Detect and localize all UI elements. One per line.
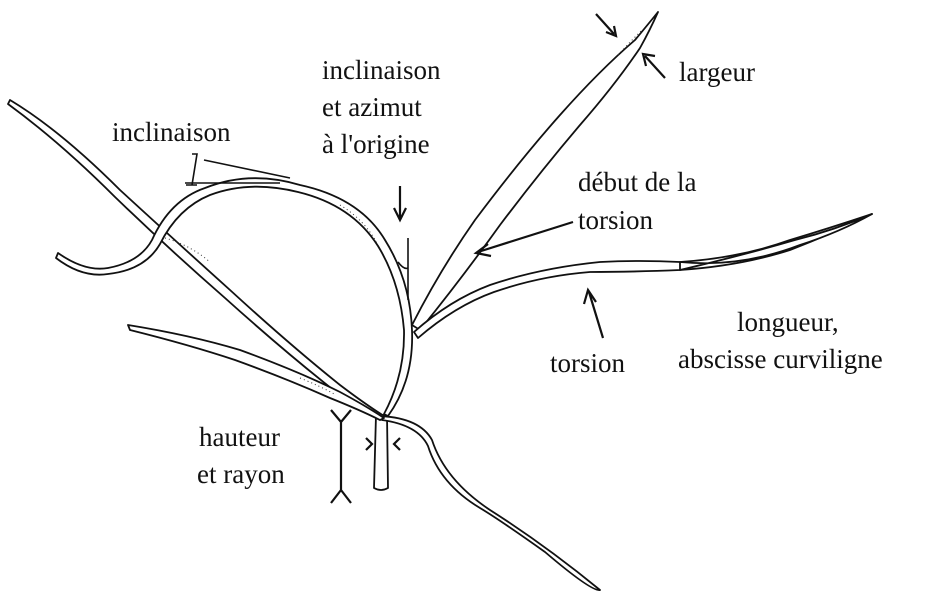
label-debut-torsion-2: torsion xyxy=(578,203,653,237)
inclinaison-pointer xyxy=(204,160,290,178)
label-inclinaison: inclinaison xyxy=(112,115,230,149)
label-longueur-1: longueur, xyxy=(737,305,839,339)
label-hauteur-1: hauteur xyxy=(199,420,280,454)
lower-left-leaf xyxy=(128,325,384,420)
label-torsion: torsion xyxy=(550,346,625,380)
largeur-arrow-top xyxy=(596,14,616,36)
hauteur-arrow xyxy=(331,410,351,503)
inclinaison-angle-bracket xyxy=(186,154,197,185)
label-hauteur-2: et rayon xyxy=(197,457,285,491)
stem-base xyxy=(374,415,388,490)
label-inclinaison-azimut-2: et azimut xyxy=(322,90,422,124)
label-debut-torsion-1: début de la xyxy=(578,165,696,199)
label-inclinaison-azimut-3: à l'origine xyxy=(322,127,430,161)
label-longueur-2: abscisse curviligne xyxy=(678,342,883,376)
lower-right-leaf xyxy=(380,416,600,590)
azimut-arrow xyxy=(394,186,406,220)
label-inclinaison-azimut-1: inclinaison xyxy=(322,53,440,87)
label-largeur: largeur xyxy=(679,55,755,89)
torsion-arrow xyxy=(584,290,603,338)
largeur-arrow-bottom xyxy=(643,54,665,78)
